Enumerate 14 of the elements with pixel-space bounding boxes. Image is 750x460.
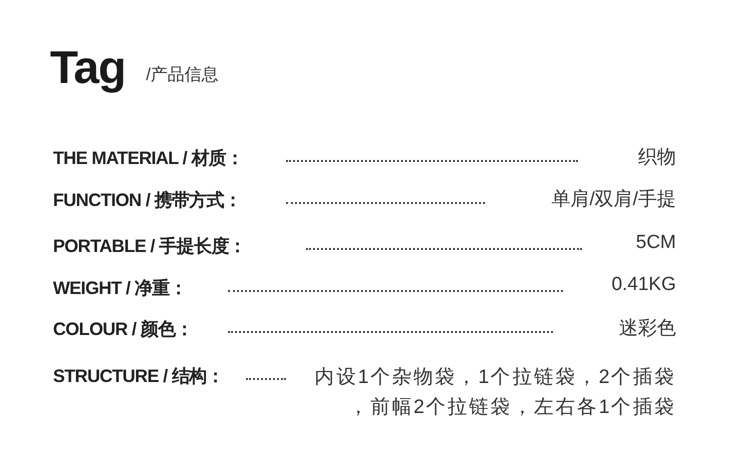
field-label: FUNCTION / 携带方式： [53, 189, 242, 212]
field-label: PORTABLE / 手提长度： [53, 235, 246, 258]
field-label: STRUCTURE / 结构： [53, 365, 224, 388]
field-value: 5CM [636, 232, 676, 254]
field-value: 迷彩色 [619, 317, 676, 341]
field-value: 织物 [638, 146, 676, 170]
field-value: 单肩/双肩/手提 [551, 188, 676, 212]
field-label: COLOUR / 颜色： [53, 318, 193, 341]
field-label: THE MATERIAL / 材质： [53, 147, 244, 170]
subtitle: /产品信息 [146, 64, 219, 86]
field-label: WEIGHT / 净重： [53, 277, 187, 300]
field-value: 0.41KG [612, 274, 676, 296]
title: Tag [50, 40, 126, 94]
field-value: 内设1个杂物袋，1个拉链袋，2个插袋，前幅2个拉链袋，左右各1个插袋 [314, 365, 676, 420]
